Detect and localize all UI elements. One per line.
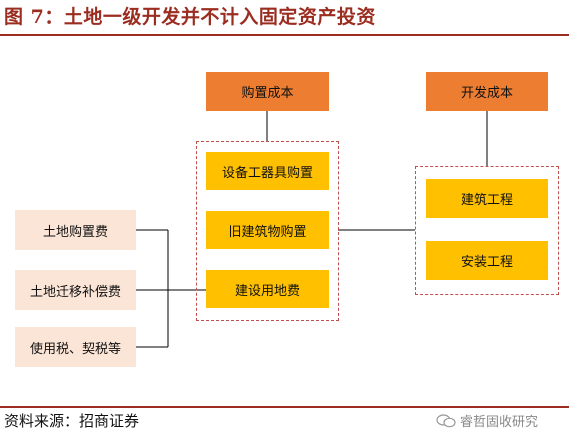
purchase-item-old-buildings: 旧建筑物购置 [206,211,329,249]
purchase-item-land-fee: 建设用地费 [206,270,329,308]
wechat-icon [436,413,456,427]
purchase-cost-group [196,141,339,321]
land-cost-relocation: 土地迁移补偿费 [15,270,136,310]
purchase-cost-header: 购置成本 [206,72,329,111]
watermark-text: 睿哲固收研究 [460,415,539,430]
title-divider [0,34,569,36]
land-cost-taxes: 使用税、契税等 [15,327,136,367]
purchase-item-equipment: 设备工器具购置 [206,152,329,190]
development-item-construction: 建筑工程 [426,179,548,218]
watermark: 睿哲固收研究 [436,411,538,430]
development-cost-group [415,166,559,295]
figure-title: 图 7：土地一级开发并不计入固定资产投资 [4,6,376,28]
source-note: 资料来源：招商证券 [4,412,140,430]
development-cost-header: 开发成本 [426,72,548,111]
development-item-installation: 安装工程 [426,241,548,280]
land-cost-purchase: 土地购置费 [15,210,136,250]
footer-divider [0,406,569,408]
